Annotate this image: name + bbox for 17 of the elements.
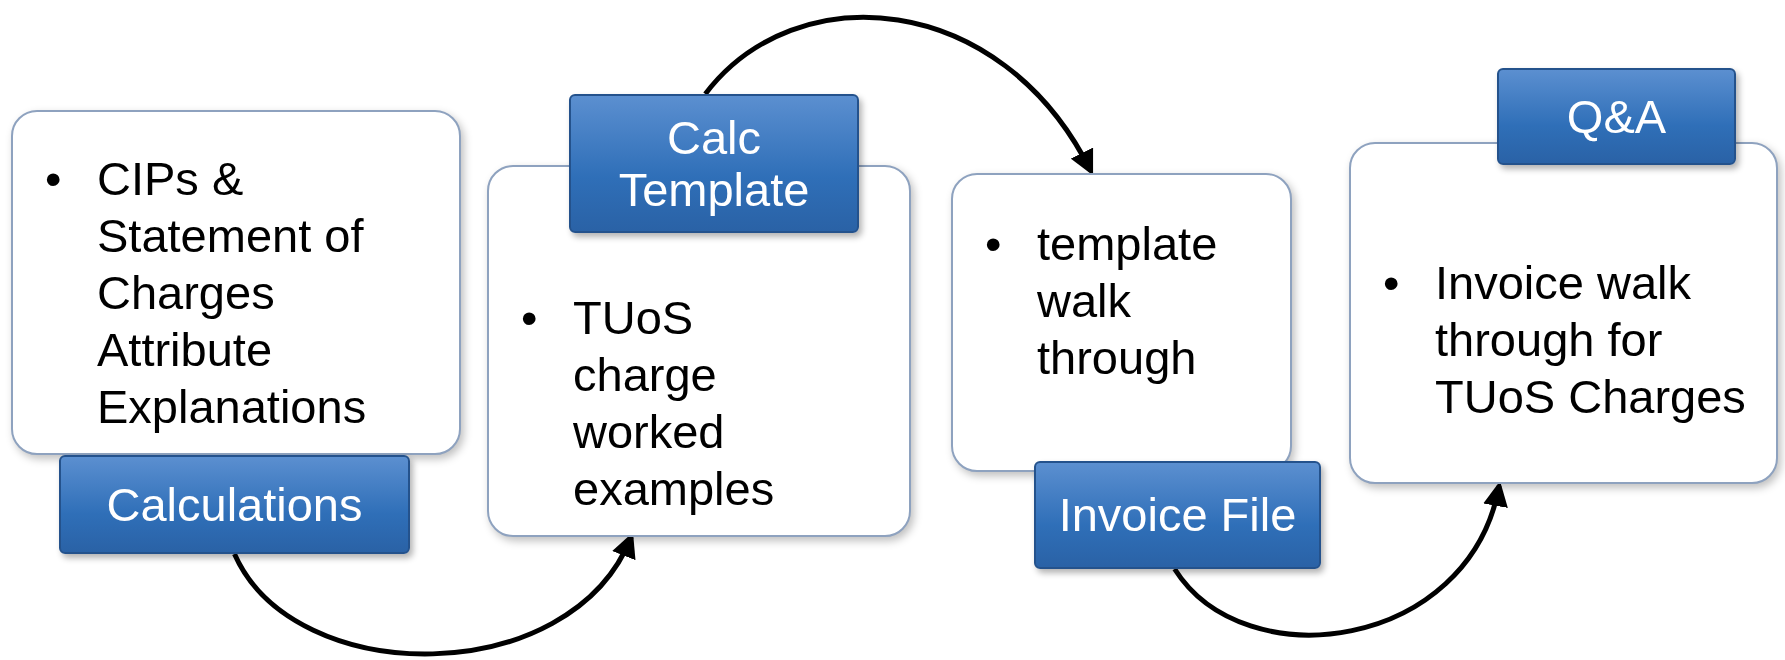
step-tab: Q&A: [1497, 68, 1736, 165]
step-tab: Calc Template: [569, 94, 859, 233]
step-tab: Calculations: [59, 455, 410, 554]
curved-arrow: [1172, 481, 1506, 638]
bullet-item: Invoice walk through for TUoS Charges: [1435, 255, 1747, 425]
bullet-mark: •: [521, 290, 538, 346]
bullet-item: CIPs & Statement of Charges Attribute Explanations: [97, 151, 368, 435]
step-tab: Invoice File: [1034, 461, 1321, 569]
content-card: [11, 110, 461, 455]
bullet-item: TUoS charge worked examples: [573, 290, 776, 517]
content-card: [951, 173, 1292, 472]
bullet-mark: •: [45, 151, 62, 207]
curved-arrow: [703, 15, 1094, 176]
bullet-mark: •: [1383, 255, 1400, 311]
bullet-mark: •: [985, 216, 1002, 272]
bullet-item: template walk through: [1037, 216, 1219, 386]
content-card: [1349, 142, 1778, 484]
